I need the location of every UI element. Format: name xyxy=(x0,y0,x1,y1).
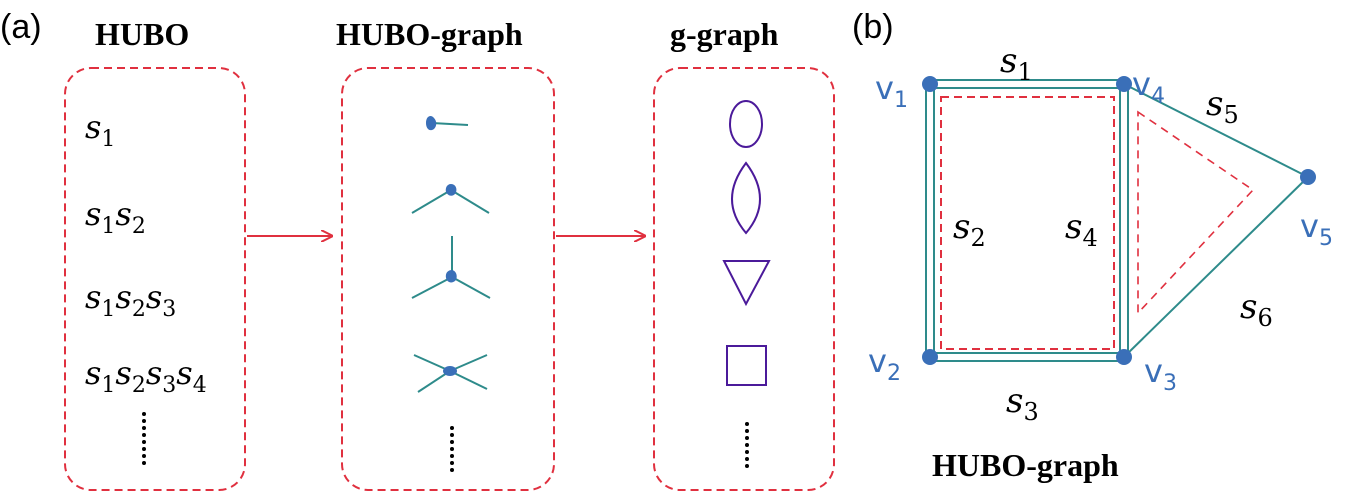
panel-b-label: (b) xyxy=(852,8,894,46)
g-graph-column-title: g-graph xyxy=(670,16,779,52)
vertex-label-v4: v4 xyxy=(1132,65,1165,109)
edge-label-s5: s5 xyxy=(1206,84,1239,129)
vertex-label-v1: v1 xyxy=(875,69,908,113)
hubo-term-2: s1s2 xyxy=(85,195,146,239)
edge-label-s2: s2 xyxy=(953,207,986,252)
hubo-column-title: HUBO xyxy=(95,16,189,52)
vertex-v3 xyxy=(1116,349,1132,365)
g-graph-lens-shape xyxy=(731,161,761,235)
hubo-graph-order-3-glyph xyxy=(411,236,491,299)
edge-s6 xyxy=(1123,176,1309,358)
vertex-v5 xyxy=(1300,169,1316,185)
hubo-terms-list: s1 s1s2 s1s2s3 s1s2s3s4 xyxy=(85,108,207,398)
hyperedge-triangle-dashed xyxy=(1137,110,1255,316)
hubo-graph-edges xyxy=(925,79,1309,362)
vertex-label-v2: v2 xyxy=(868,342,901,386)
g-graph-ellipsis-dots xyxy=(745,422,749,468)
vertex-v4 xyxy=(1116,76,1132,92)
edge-label-s1: s1 xyxy=(1000,41,1033,86)
hubo-graph-order-2-glyph xyxy=(411,184,490,214)
hubo-term-3: s1s2s3 xyxy=(85,278,176,322)
hubo-ellipsis-dots xyxy=(142,412,146,465)
edge-label-s4: s4 xyxy=(1065,207,1098,252)
edge-s5 xyxy=(1123,83,1309,178)
edge-label-s3: s3 xyxy=(1006,381,1039,426)
g-graph-triangle-shape xyxy=(722,260,771,307)
hubo-graph-order-4-glyph xyxy=(413,354,488,393)
vertex-v2 xyxy=(922,349,938,365)
vertex-v1 xyxy=(922,76,938,92)
edge-label-s6: s6 xyxy=(1240,287,1273,332)
hubo-term-4: s1s2s3s4 xyxy=(85,354,207,398)
hubo-graph-dashed-box xyxy=(341,67,555,491)
g-graph-dashed-box xyxy=(653,67,835,491)
hubo-dashed-box xyxy=(64,67,246,491)
hubo-graph-column-title: HUBO-graph xyxy=(336,16,523,52)
vertex-label-v3: v3 xyxy=(1144,352,1177,396)
hyperedge-square-dashed xyxy=(940,96,1115,350)
panel-a-label: (a) xyxy=(0,8,42,46)
g-graph-square-shape xyxy=(726,345,767,386)
vertex-label-v5: v5 xyxy=(1300,207,1333,251)
hubo-term-1: s1 xyxy=(85,108,115,152)
g-graph-ellipse-shape xyxy=(729,100,763,148)
hubo-graph-ellipsis-dots xyxy=(450,426,454,472)
panel-b-caption: HUBO-graph xyxy=(932,447,1119,483)
hubo-graph-order-1-glyph xyxy=(426,115,469,131)
